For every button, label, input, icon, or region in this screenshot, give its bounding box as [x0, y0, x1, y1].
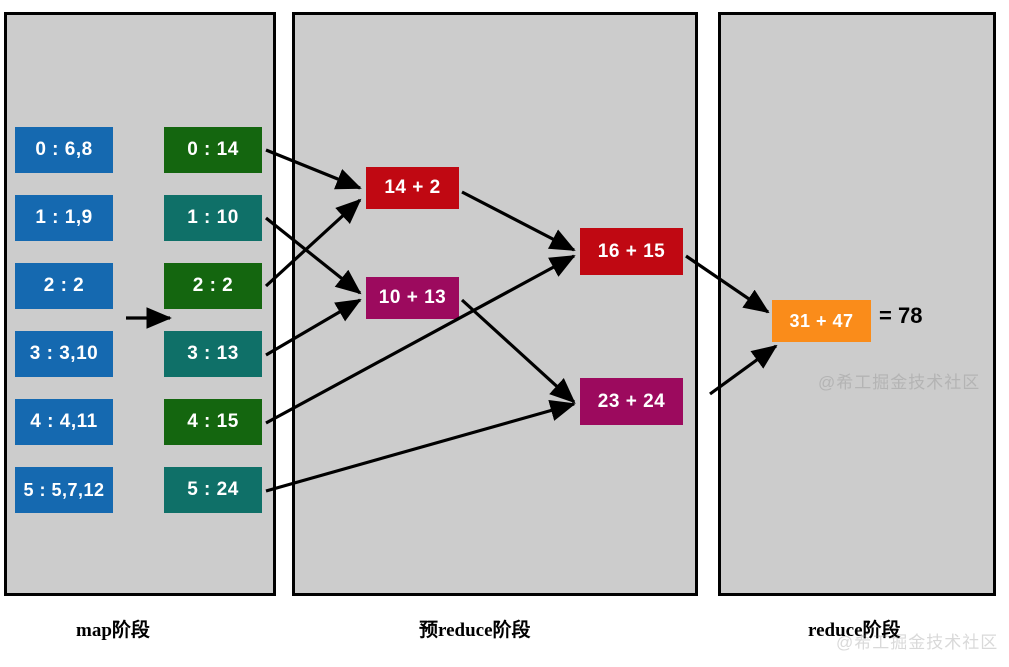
reduce-final-box: 31 + 47 — [772, 300, 871, 342]
pre-reduce-box-10-13: 10 + 13 — [366, 277, 459, 319]
map-input-box-5: 5 : 5,7,12 — [15, 467, 113, 513]
map-output-box-5: 5 : 24 — [164, 467, 262, 513]
pre-reduce-box-23-24: 23 + 24 — [580, 378, 683, 425]
map-input-box-2: 2 : 2 — [15, 263, 113, 309]
map-output-box-4: 4 : 15 — [164, 399, 262, 445]
map-input-box-4: 4 : 4,11 — [15, 399, 113, 445]
stage-label-map: map阶段 — [76, 620, 150, 641]
reduce-result-text: = 78 — [879, 303, 923, 328]
map-input-box-3: 3 : 3,10 — [15, 331, 113, 377]
pre-reduce-box-14-2: 14 + 2 — [366, 167, 459, 209]
map-input-box-0: 0 : 6,8 — [15, 127, 113, 173]
stage-label-reduce: reduce阶段 — [808, 620, 901, 641]
map-input-box-1: 1 : 1,9 — [15, 195, 113, 241]
panel-pre-reduce-stage — [292, 12, 698, 596]
watermark-upper: @希工掘金技术社区 — [818, 373, 981, 392]
pre-reduce-box-16-15: 16 + 15 — [580, 228, 683, 275]
map-output-box-0: 0 : 14 — [164, 127, 262, 173]
map-output-box-3: 3 : 13 — [164, 331, 262, 377]
watermark-lower: @希工掘金技术社区 — [836, 633, 999, 652]
stage-label-pre-reduce: 预reduce阶段 — [419, 620, 531, 641]
map-output-box-2: 2 : 2 — [164, 263, 262, 309]
map-output-box-1: 1 : 10 — [164, 195, 262, 241]
